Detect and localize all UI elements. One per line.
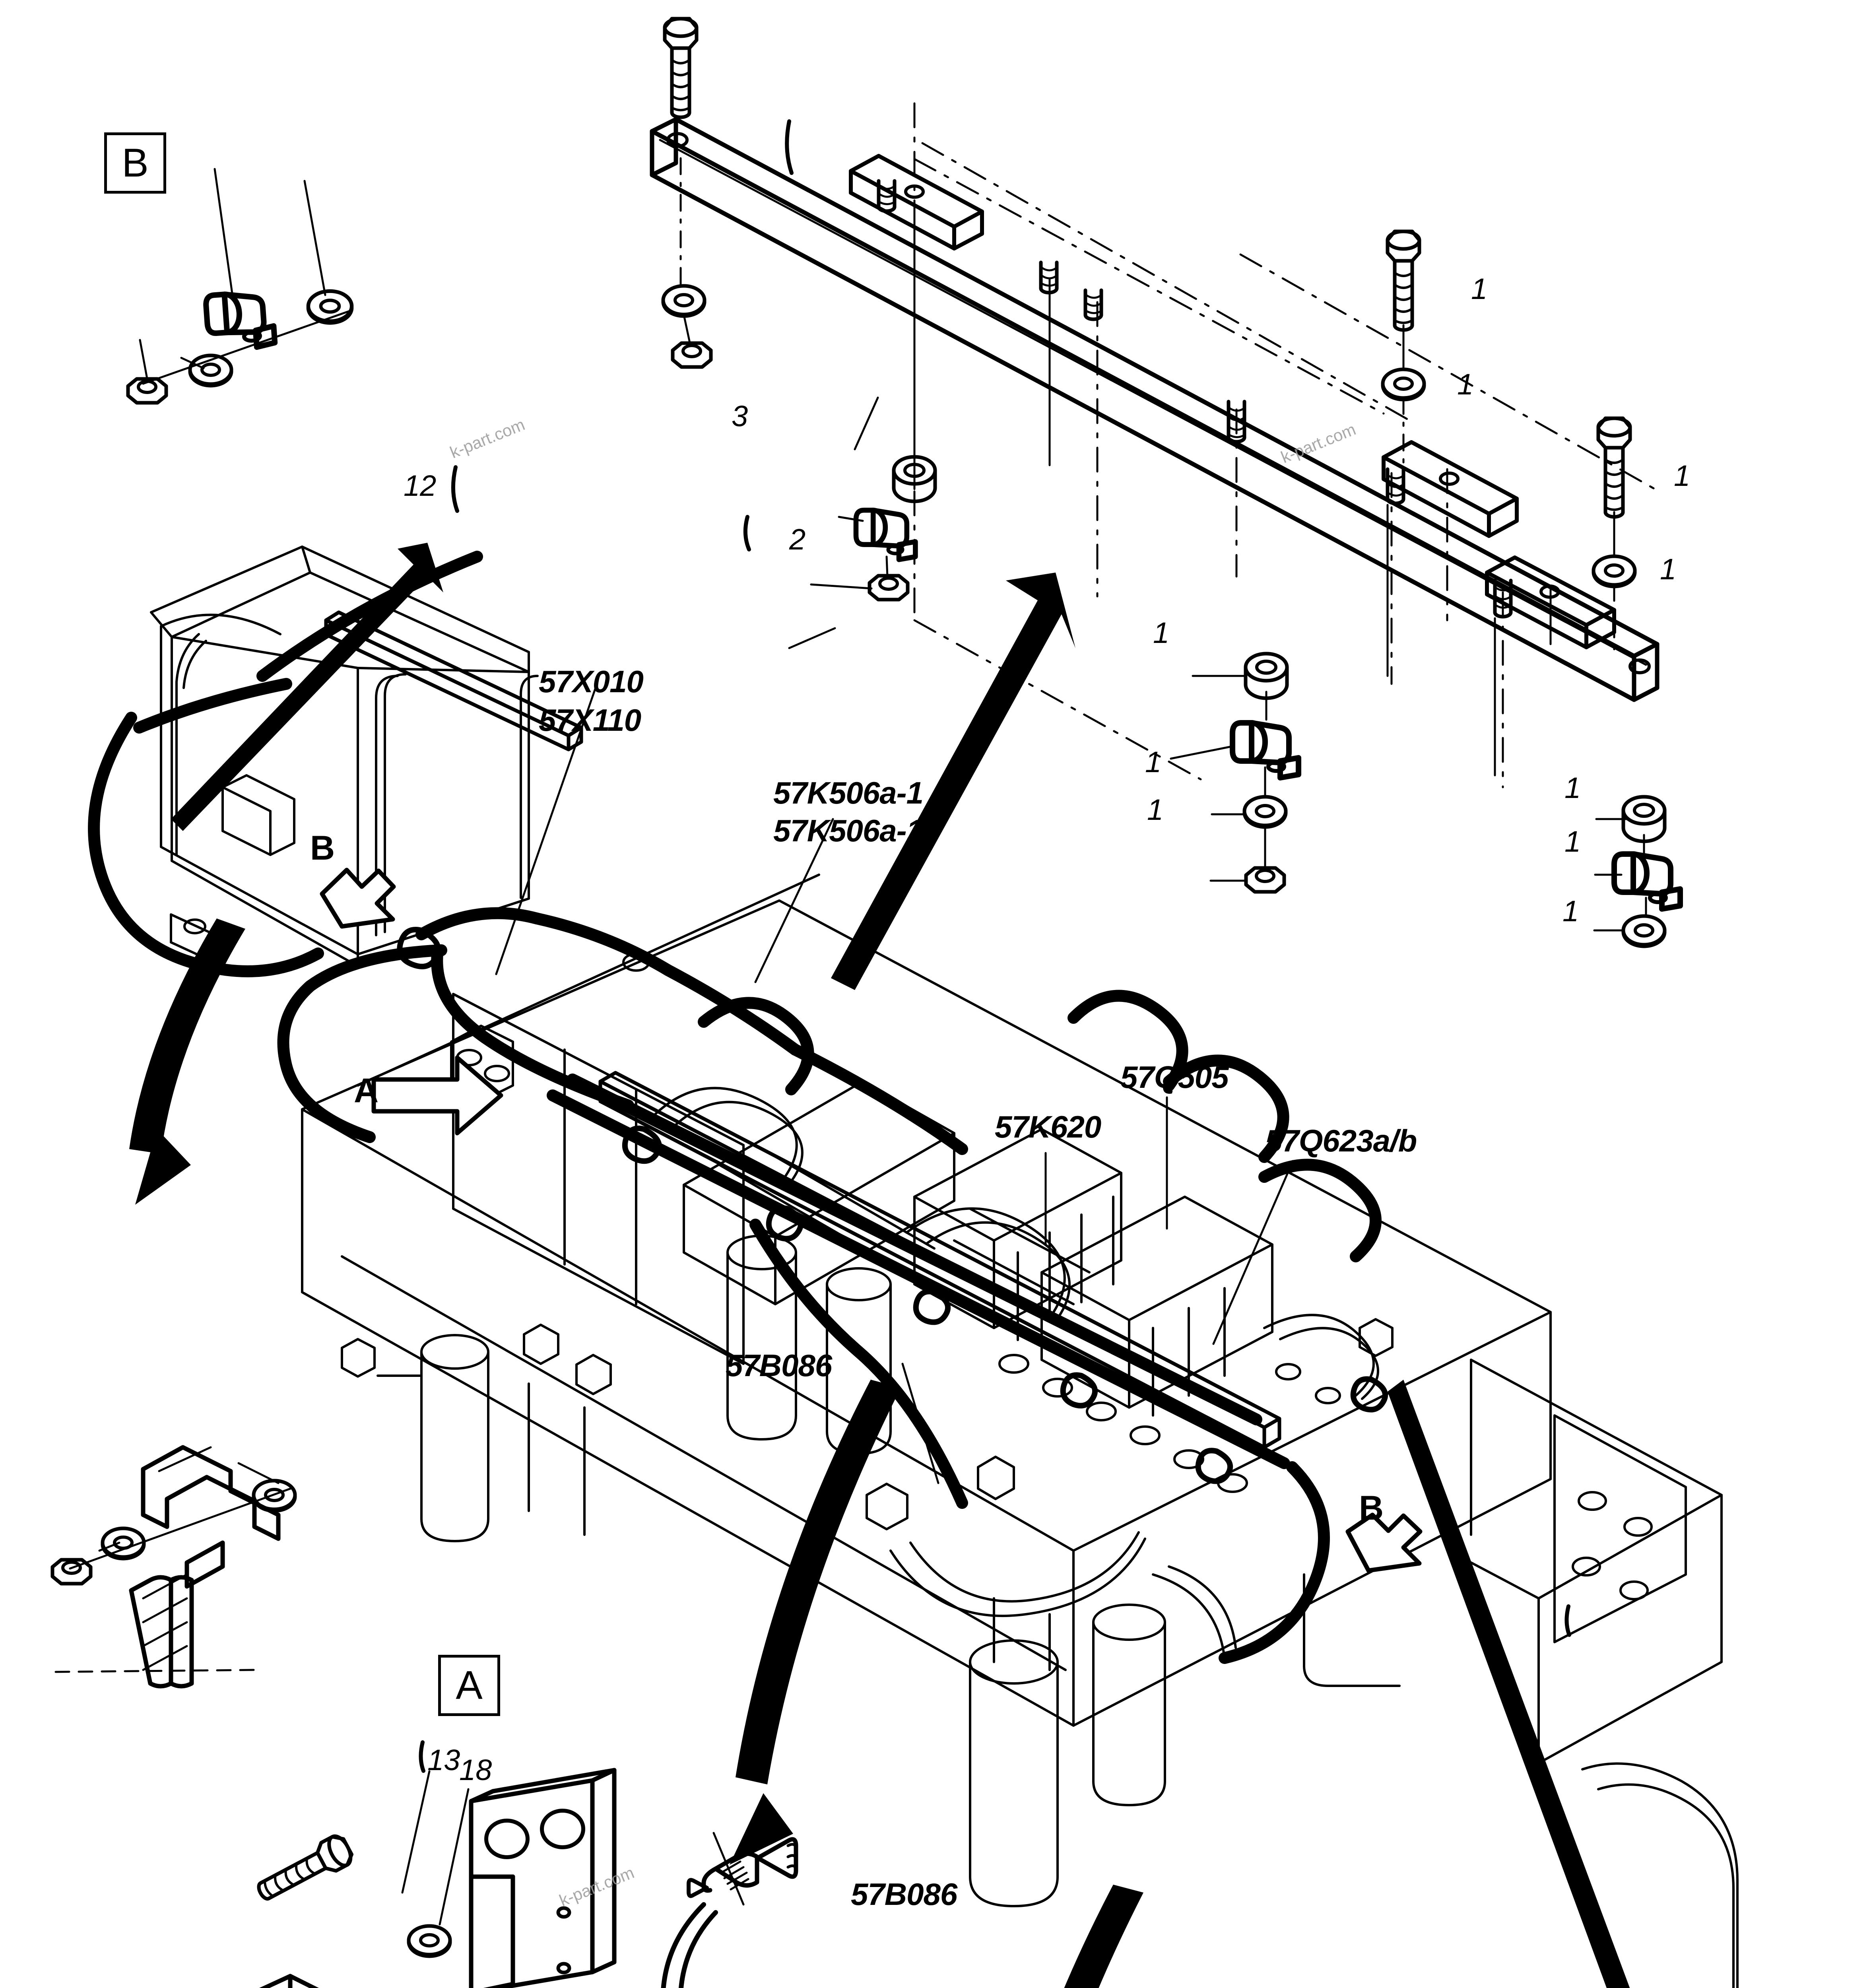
item-number-callout: 1 — [1674, 459, 1691, 492]
section-marker-letter: B — [1359, 1489, 1384, 1527]
part-number-label: 57K620 — [995, 1109, 1101, 1144]
item-number-callout: 2 — [789, 523, 806, 556]
section-detail-box: A — [438, 1655, 500, 1716]
item-number-callout: 1 — [1145, 746, 1162, 779]
part-number-label: 57X110 — [539, 703, 641, 738]
part-number-label: 57Q623a/b — [1265, 1123, 1417, 1158]
item-number-callout: 1 — [1471, 272, 1488, 305]
item-number-callout: 1 — [1564, 825, 1581, 858]
item-number-callout: 1 — [1153, 616, 1170, 649]
item-number-callout: 1 — [1564, 771, 1581, 804]
section-detail-box: B — [104, 132, 166, 194]
item-number-callout: 12 — [404, 469, 437, 502]
part-number-label: 57B086 — [851, 1877, 957, 1912]
item-number-callout: 1 — [1147, 793, 1164, 826]
part-number-label: 57B086 — [726, 1348, 832, 1383]
part-number-label: 57K506a-1 — [773, 813, 924, 848]
item-number-callout: 3 — [732, 400, 748, 433]
part-number-label: 57K506a-1 — [773, 775, 924, 810]
part-number-label: 57X010 — [539, 664, 644, 699]
part-number-label: 57Q505 — [1120, 1060, 1229, 1095]
item-number-callout: 18 — [459, 1753, 492, 1786]
item-number-callout: 1 — [1457, 368, 1474, 401]
section-marker-letter: B — [310, 829, 335, 867]
item-number-callout: 13 — [427, 1743, 460, 1776]
section-marker-letter: A — [354, 1072, 379, 1110]
item-number-callout: 1 — [1562, 895, 1579, 928]
item-number-callout: 1 — [1660, 553, 1677, 586]
